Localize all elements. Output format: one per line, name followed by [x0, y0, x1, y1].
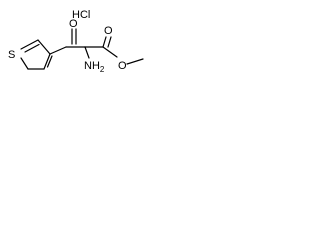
carbonyl-oxygen: O: [104, 25, 113, 37]
bond-s-c5: [20, 57, 29, 70]
sulfur-atom: S: [8, 49, 15, 61]
bond-ring-ketone: [49, 46, 67, 55]
bond-c2-c3-double: [24, 43, 40, 53]
hcl-label: HCl: [72, 9, 90, 21]
ketone-oxygen: O: [69, 18, 78, 30]
bond-methyl: [126, 58, 144, 65]
ester-oxygen: O: [118, 60, 127, 72]
bond-alpha-nitrogen: [84, 46, 90, 59]
bond-c3-c2: [37, 39, 51, 55]
bond-c4-c3: [43, 53, 51, 70]
thiophene-ring: [20, 39, 53, 70]
bond-ester-carbonyl: [102, 36, 107, 48]
amine-subscript: 2: [100, 65, 105, 74]
chemical-structure: HCl S O NH2 O O: [8, 9, 144, 74]
bond-ester-carbonyl-double: [107, 36, 112, 48]
amine-group: NH2: [84, 60, 105, 74]
bond-c2-s: [20, 39, 39, 50]
bond-ester-oxygen: [102, 46, 118, 58]
amine-element: NH: [84, 60, 100, 72]
bond-c4-c3-double: [46, 55, 53, 68]
